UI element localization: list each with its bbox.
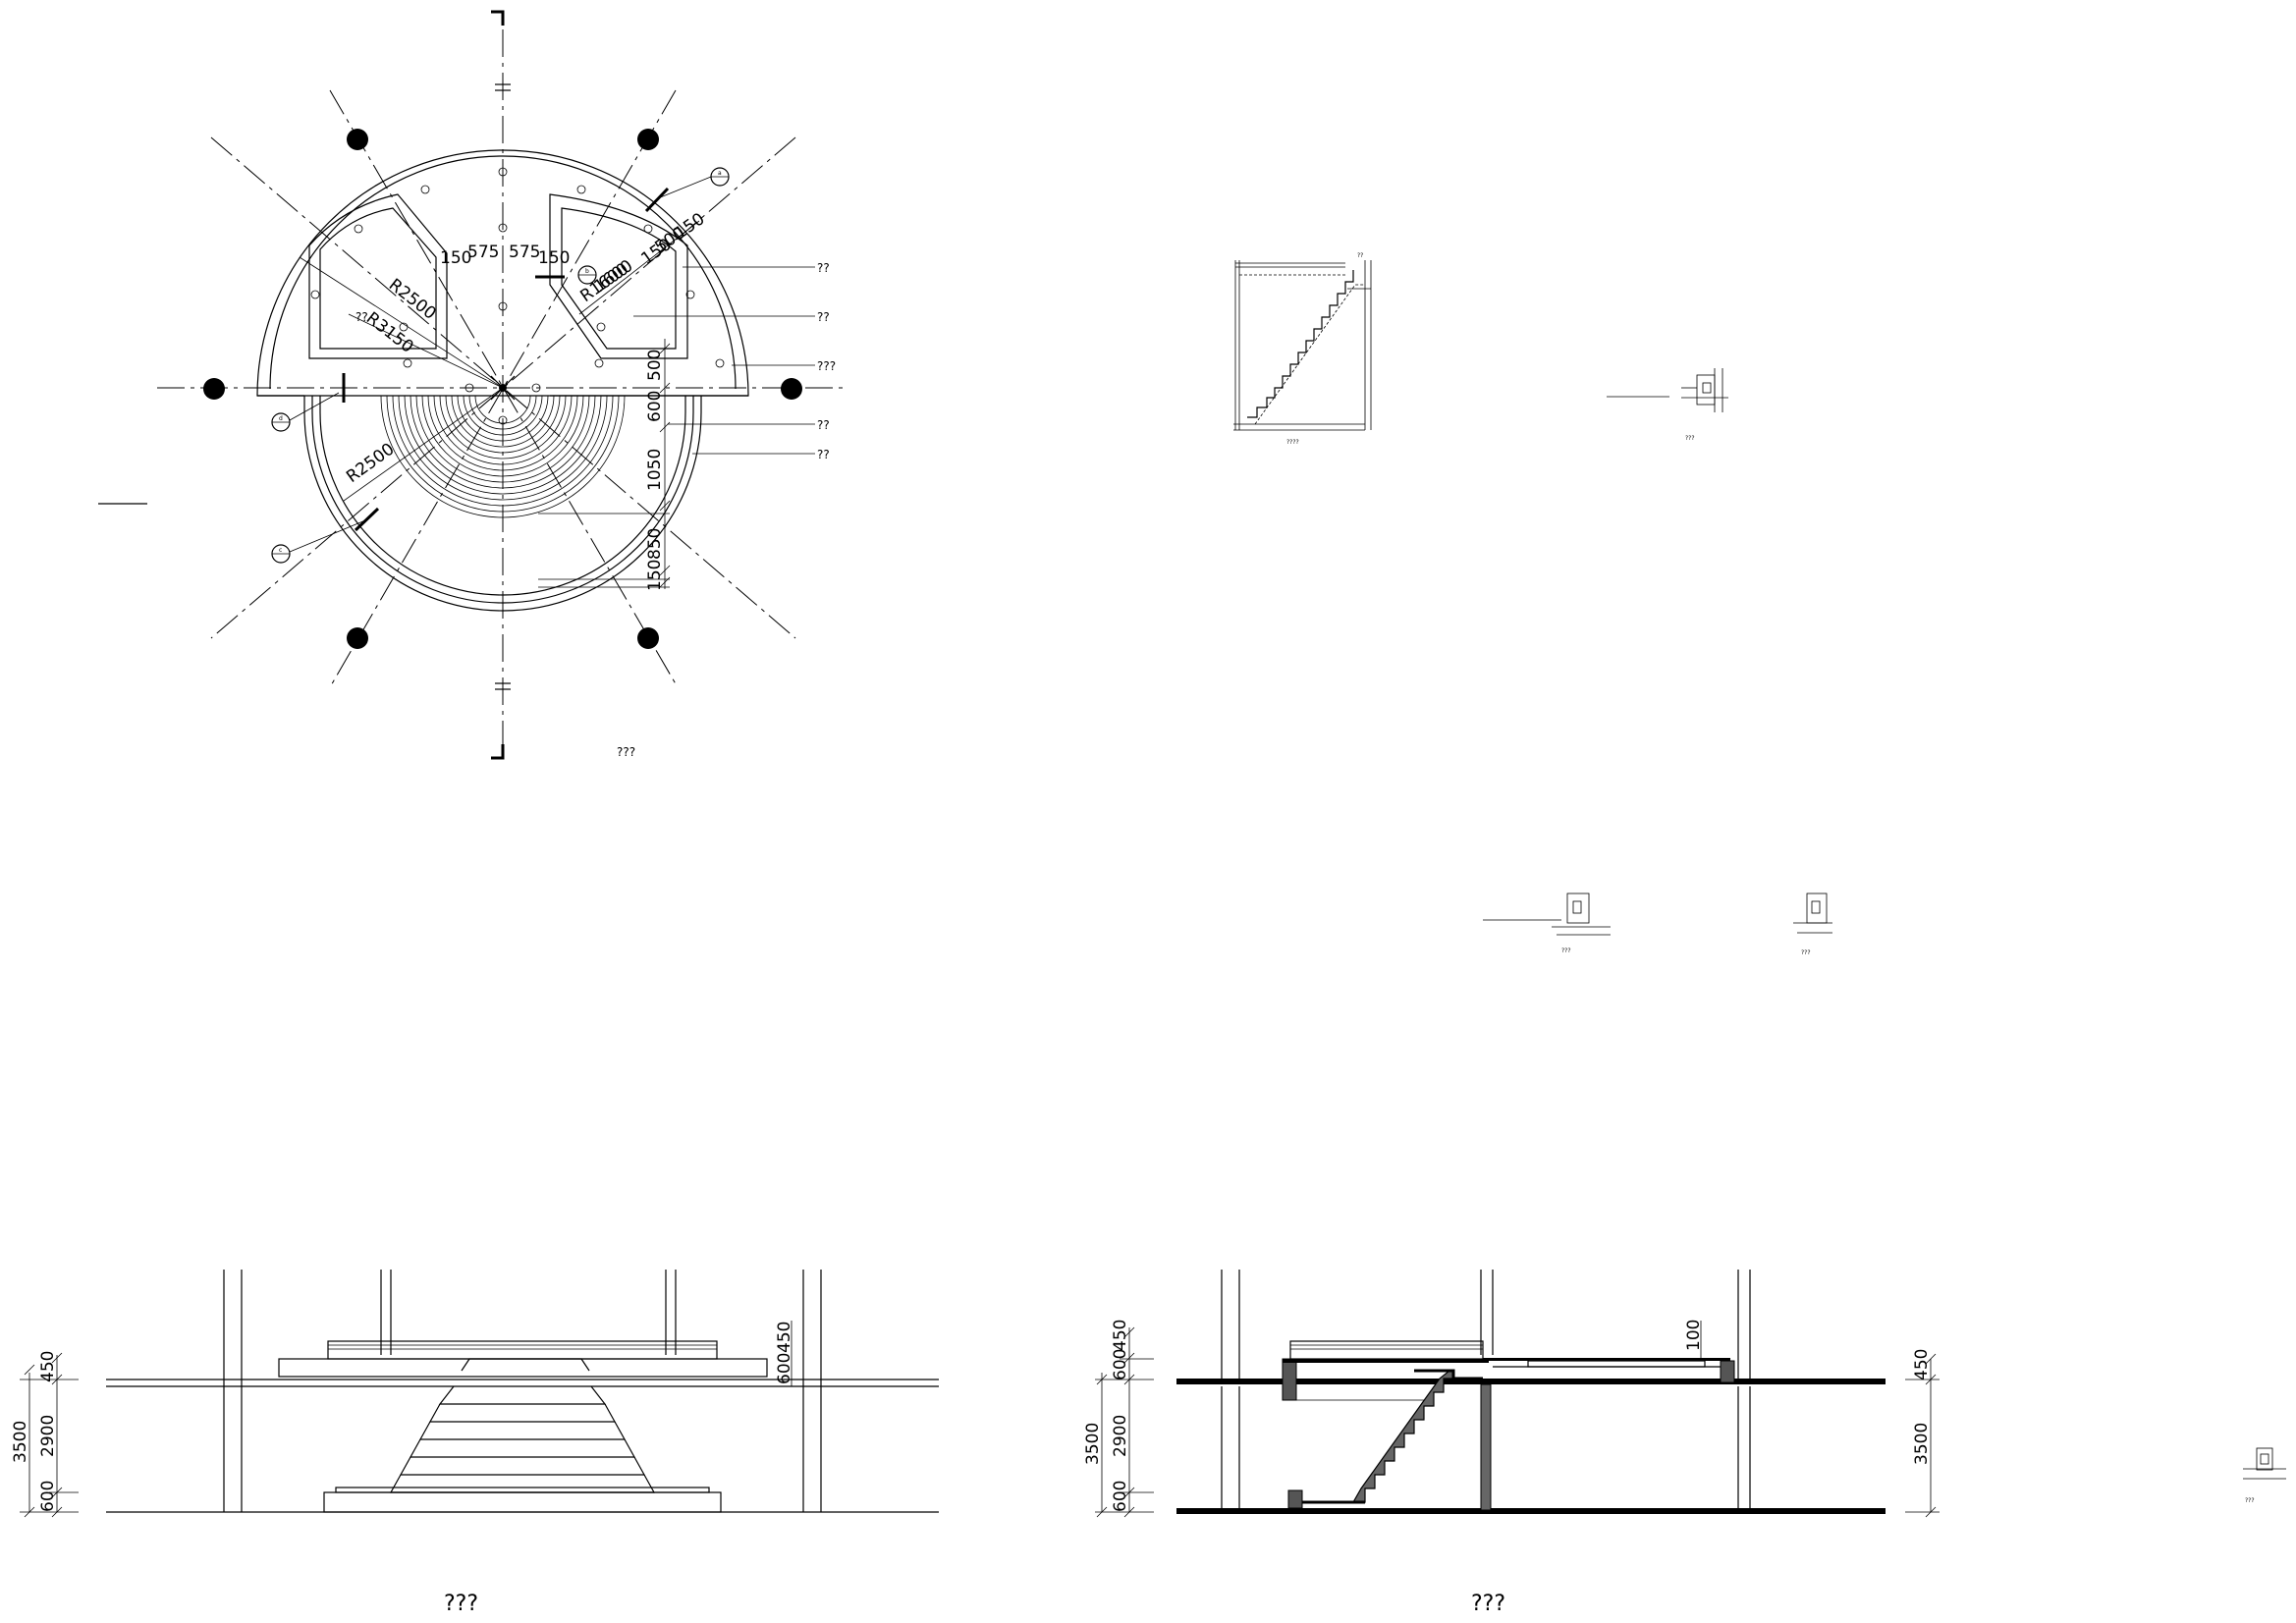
callout-3: ??? (817, 359, 836, 373)
elev-dim-450b: 450 (775, 1322, 794, 1353)
radius-r2500-lower: R2500 (343, 439, 398, 487)
sect-dim-450-top: 450 (1111, 1320, 1130, 1351)
callout-5: ?? (817, 448, 830, 461)
dim-500: 500 (645, 350, 665, 381)
section-cut-top (491, 10, 505, 26)
elev-dim-450: 450 (38, 1351, 58, 1382)
detail-marker-c[interactable]: c (271, 519, 366, 564)
column-marker (637, 129, 659, 150)
section-cut-bottom (491, 744, 505, 760)
upper-platform-outline (256, 149, 749, 397)
elev-dim-3500: 3500 (11, 1421, 30, 1463)
detail-3: ??? (1793, 893, 1832, 956)
detail-4: ??? (2243, 1447, 2286, 1504)
column-marker (637, 627, 659, 649)
section-view: 3500 600 450 2900 600 100 3500 450 ??? (1083, 1270, 1940, 1616)
elev-dim-600: 600 (38, 1481, 58, 1512)
dim-575a: 575 (467, 243, 499, 262)
stair (1351, 1370, 1454, 1503)
sect-dim-450-right: 450 (1912, 1349, 1932, 1380)
dim-850: 850 (645, 528, 665, 560)
svg-text:d: d (279, 415, 283, 422)
callout-2: ?? (817, 310, 830, 324)
sect-dim-3500-left: 3500 (1083, 1423, 1103, 1465)
left-planter (308, 193, 448, 359)
radius-r3150: R3150 (362, 308, 417, 357)
detail-marker-a[interactable]: a (657, 167, 730, 199)
hole-pattern (310, 167, 725, 425)
plan-view: 150 575 575 150 1600 R1600 150 500 150 R… (98, 10, 847, 760)
column-marker (347, 129, 368, 150)
sect-dim-600-top: 600 (1111, 1349, 1130, 1380)
elev-dim-600b: 600 (775, 1353, 794, 1384)
concentric-steps (380, 395, 626, 518)
callout-1: ?? (817, 261, 830, 275)
plan-title: ??? (617, 745, 635, 759)
sect-dim-600-bottom: 600 (1111, 1481, 1130, 1512)
svg-text:???: ??? (2245, 1497, 2255, 1504)
elev-dim-2900: 2900 (38, 1415, 58, 1457)
column-marker (781, 378, 802, 400)
sect-dim-3500-right: 3500 (1912, 1423, 1932, 1465)
dim-600: 600 (645, 391, 665, 422)
dim-1050: 1050 (645, 449, 665, 491)
dim-150a: 150 (440, 248, 471, 268)
dim-575b: 575 (509, 243, 540, 262)
svg-text:??: ?? (1357, 252, 1363, 259)
svg-text:a: a (718, 170, 722, 177)
svg-text:b: b (585, 268, 589, 275)
column-marker (347, 627, 368, 649)
section-title: ??? (1471, 1592, 1505, 1616)
lower-ring (303, 396, 702, 612)
svg-text:???: ??? (1685, 435, 1695, 442)
stair-section-detail: ???? ?? (1233, 252, 1372, 446)
radius-r2500-upper: R2500 (385, 275, 440, 324)
stair-section-title: ???? (1286, 439, 1299, 446)
elevation-title: ??? (444, 1592, 478, 1616)
svg-text:???: ??? (1561, 947, 1571, 954)
detail-marker-b[interactable]: b (577, 265, 597, 285)
detail-marker-d[interactable]: d (271, 392, 340, 432)
lower-slab (1176, 1508, 1886, 1514)
detail-2: ??? (1483, 893, 1611, 954)
column-marker (203, 378, 225, 400)
dim-150: 150 (645, 560, 665, 591)
svg-text:???: ??? (1801, 949, 1811, 956)
callout-4: ?? (817, 418, 830, 432)
detail-1: ??? (1607, 368, 1728, 442)
sect-dim-100: 100 (1684, 1320, 1704, 1351)
dim-150b: 150 (538, 248, 570, 268)
elevation-view: 3500 450 2900 600 450 600 ??? (11, 1270, 939, 1616)
right-planter (549, 193, 688, 359)
sect-dim-2900: 2900 (1111, 1415, 1130, 1457)
upper-slab (1176, 1379, 1886, 1384)
center-note: ?? (355, 310, 368, 324)
svg-text:c: c (279, 547, 282, 554)
